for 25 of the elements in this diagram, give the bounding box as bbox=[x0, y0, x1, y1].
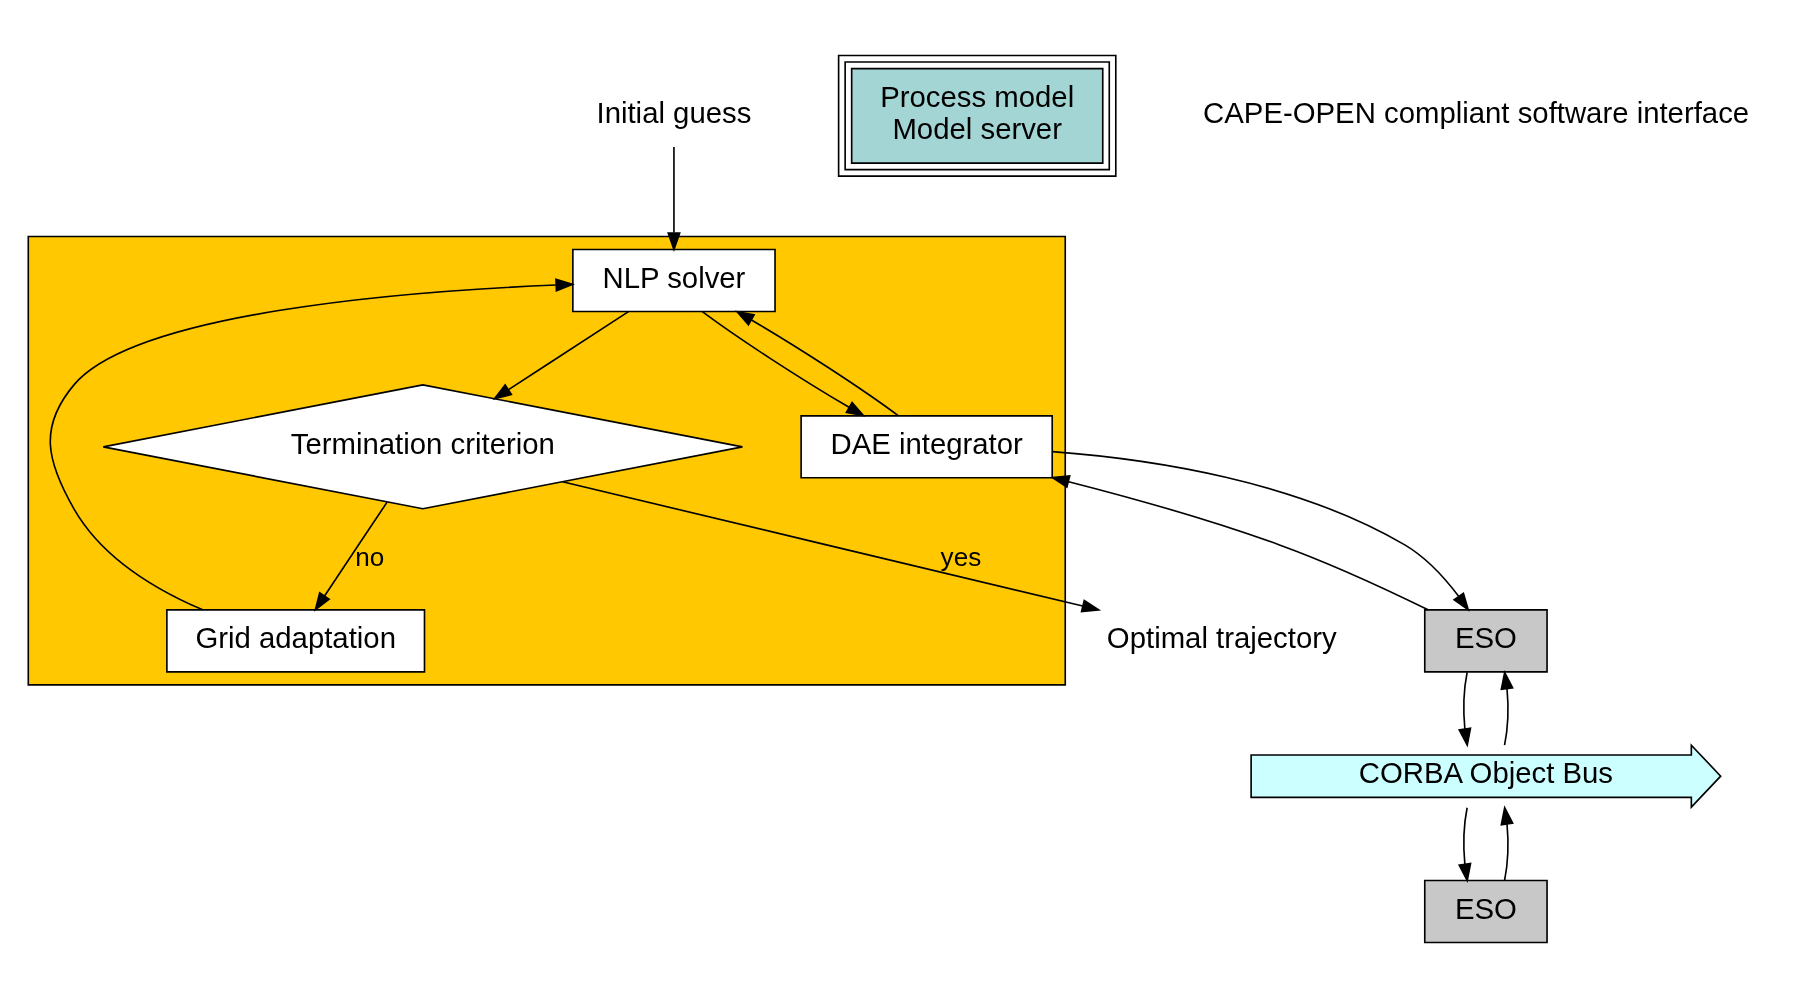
arrow bbox=[492, 310, 630, 400]
arrow bbox=[561, 480, 1102, 613]
arrow bbox=[1051, 450, 1470, 612]
node-box: Process model Model server bbox=[837, 54, 1117, 177]
node-box: NLP solver bbox=[572, 248, 776, 312]
label: CAPE-OPEN compliant software interface bbox=[1203, 95, 1750, 129]
node-box: ESO bbox=[1423, 608, 1548, 673]
arrow bbox=[1457, 671, 1472, 748]
node-text: Initial guess bbox=[596, 95, 752, 129]
edge-label: yes bbox=[940, 541, 982, 572]
cluster bbox=[27, 235, 1067, 686]
arrow bbox=[735, 309, 899, 416]
arrow bbox=[1500, 669, 1514, 746]
arrow bbox=[701, 310, 866, 417]
edge-label: no bbox=[355, 541, 385, 572]
arrow bbox=[314, 500, 388, 612]
node-text: Optimal trajectory bbox=[1106, 620, 1337, 654]
arrow bbox=[1050, 474, 1429, 611]
node-box: ESO bbox=[1423, 879, 1548, 943]
node-box: Grid adaptation bbox=[166, 608, 426, 673]
arrow bbox=[1457, 806, 1472, 883]
arrow bbox=[49, 277, 575, 611]
arrow bbox=[1500, 804, 1514, 881]
node-box: DAE integrator bbox=[800, 414, 1054, 479]
arrow bbox=[667, 145, 681, 252]
